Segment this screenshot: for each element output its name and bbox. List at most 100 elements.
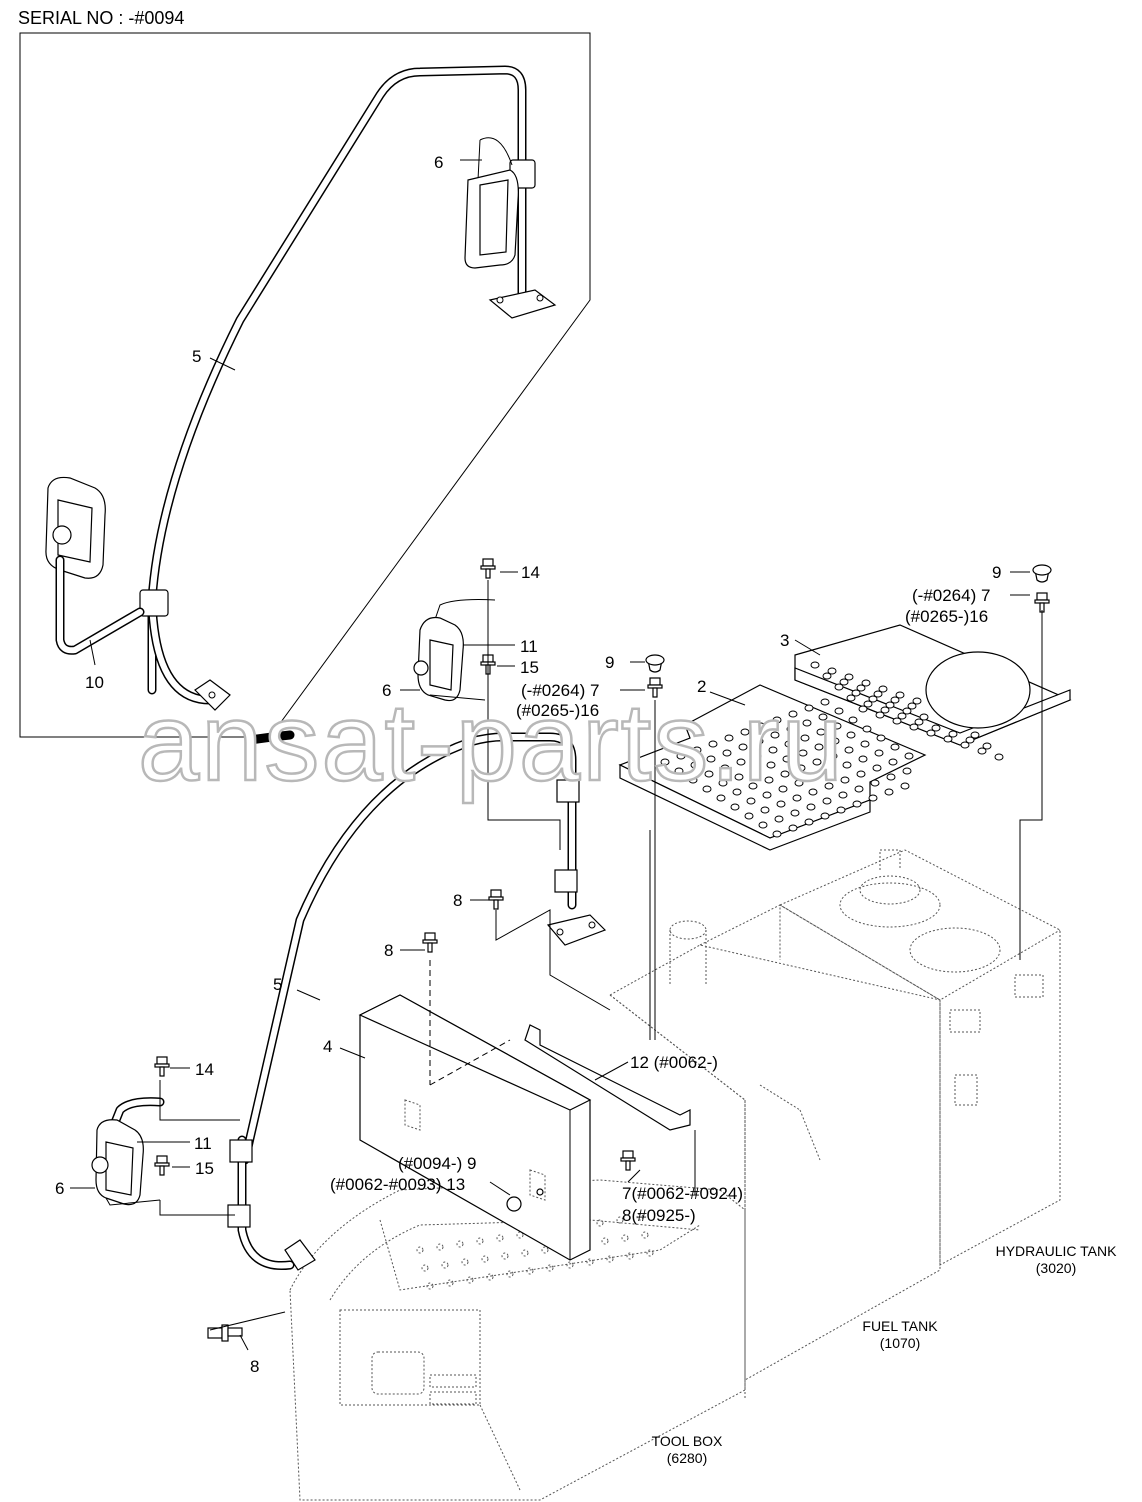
- plate-hole: [994, 753, 1004, 761]
- floor-plate-3: [794, 624, 1072, 746]
- plate-hole: [818, 713, 828, 721]
- callout-p12: 12 (#0062-): [630, 1053, 718, 1072]
- plate-hole: [888, 758, 898, 766]
- plate-hole: [856, 770, 866, 778]
- plate-hole: [822, 672, 832, 680]
- plate-hole: [861, 679, 871, 687]
- plate-hole: [756, 722, 766, 730]
- callout-p7-low: 7(#0062-#0924): [622, 1184, 743, 1203]
- plate-hole: [796, 764, 806, 772]
- callout-p16-right: (#0265-)16: [905, 607, 988, 626]
- plate-hole: [766, 761, 776, 769]
- callout-p4: 4: [323, 1037, 332, 1056]
- plate-hole: [718, 779, 728, 787]
- inset-frame: [19, 32, 591, 738]
- plate-hole: [724, 734, 734, 742]
- plate-hole: [706, 755, 716, 763]
- callout-p3: 3: [780, 631, 789, 650]
- plate-hole: [768, 746, 778, 754]
- plate-hole: [828, 752, 838, 760]
- callout-l14: 14: [195, 1060, 214, 1079]
- callout-p8-low: 8(#0925-): [622, 1206, 696, 1225]
- callout-l15: 15: [195, 1159, 214, 1178]
- plate-hole: [886, 773, 896, 781]
- grommet-cap: [645, 654, 665, 673]
- plate-hole: [674, 767, 684, 775]
- plate-hole: [772, 830, 782, 838]
- plate-hole: [965, 736, 975, 744]
- plate-hole: [900, 782, 910, 790]
- plate-hole: [732, 788, 742, 796]
- plate-hole: [874, 749, 884, 757]
- plate-hole: [977, 747, 987, 755]
- plate-hole: [814, 743, 824, 751]
- plate-hole: [872, 764, 882, 772]
- plate-hole: [885, 701, 895, 709]
- plate-hole: [838, 791, 848, 799]
- plate-hole: [770, 731, 780, 739]
- plate-hole: [764, 776, 774, 784]
- callout-top-6: 6: [434, 153, 443, 172]
- lower-mirror: [91, 1097, 165, 1206]
- plate-hole: [854, 785, 864, 793]
- plate-hole: [834, 683, 844, 691]
- plate-hole: [846, 694, 856, 702]
- plate-hole: [774, 815, 784, 823]
- callout-l6: 6: [55, 1179, 64, 1198]
- plate-hole: [802, 719, 812, 727]
- hydraulic-tank-name: HYDRAULIC TANK: [996, 1243, 1118, 1259]
- plate-hole: [736, 758, 746, 766]
- bolt: [1034, 592, 1050, 613]
- bolt: [488, 889, 504, 910]
- fuel-tank-name: FUEL TANK: [862, 1318, 938, 1334]
- plate-hole: [800, 734, 810, 742]
- plate-hole: [902, 707, 912, 715]
- plate-hole: [794, 779, 804, 787]
- plate-hole: [752, 752, 762, 760]
- plate-hole: [846, 731, 856, 739]
- tool-box-name: TOOL BOX: [652, 1433, 723, 1449]
- plate-hole: [804, 818, 814, 826]
- callout-p8-bottom: 8: [250, 1357, 259, 1376]
- callout-r6: 6: [382, 681, 391, 700]
- bolt: [620, 1150, 636, 1171]
- plate-hole: [890, 743, 900, 751]
- plate-hole: [786, 725, 796, 733]
- plate-hole: [839, 678, 849, 686]
- plate-hole: [875, 711, 885, 719]
- plate-hole: [758, 821, 768, 829]
- plate-hole: [897, 712, 907, 720]
- callout-p8-a: 8: [453, 891, 462, 910]
- plate-hole: [902, 767, 912, 775]
- bolt: [422, 932, 438, 953]
- bolt: [154, 1155, 170, 1176]
- plate-hole: [868, 695, 878, 703]
- callout-p8-b: 8: [384, 941, 393, 960]
- plate-hole: [744, 812, 754, 820]
- plate-hole: [863, 700, 873, 708]
- plate-hole: [904, 752, 914, 760]
- watermark: ansat-parts.ru: [138, 681, 845, 804]
- plate-hole: [804, 704, 814, 712]
- plate-hole: [754, 737, 764, 745]
- plate-hole: [931, 724, 941, 732]
- plate-hole: [676, 752, 686, 760]
- plate-hole: [782, 755, 792, 763]
- floor-plate-holes: [660, 661, 1004, 838]
- callout-p13-box: (#0062-#0093) 13: [330, 1175, 465, 1194]
- plate-hole: [704, 770, 714, 778]
- plate-hole: [840, 776, 850, 784]
- plate-hole: [852, 800, 862, 808]
- fuel-tank-code: (1070): [880, 1335, 920, 1351]
- plate-hole: [878, 685, 888, 693]
- tool-box-code: (6280): [667, 1450, 707, 1466]
- callout-l11: 11: [194, 1134, 212, 1153]
- plate-hole: [876, 734, 886, 742]
- callout-r15: 15: [520, 658, 539, 677]
- bolt: [154, 1056, 170, 1077]
- plate-hole: [824, 782, 834, 790]
- plate-hole: [816, 728, 826, 736]
- machine-outline: [289, 849, 1061, 1501]
- bolt: [480, 558, 496, 579]
